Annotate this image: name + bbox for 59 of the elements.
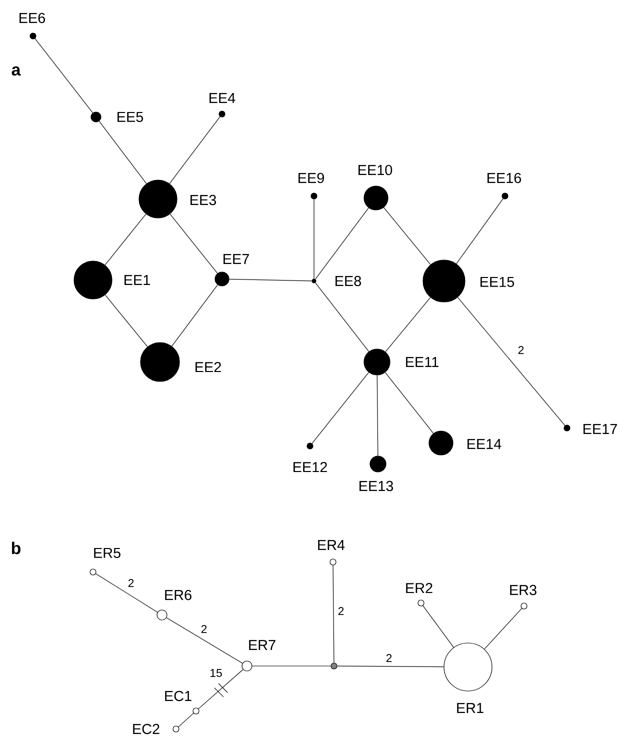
node-label: ER4 xyxy=(318,540,345,550)
network-line xyxy=(376,375,378,456)
network-line xyxy=(384,372,434,434)
network-line xyxy=(332,565,334,663)
network-line xyxy=(385,297,431,352)
node-label: EE16 xyxy=(488,172,522,184)
network-line xyxy=(104,294,148,347)
node-label: ER5 xyxy=(94,548,120,558)
network-line xyxy=(178,712,194,728)
network-line xyxy=(169,116,220,184)
node-label: EC1 xyxy=(165,690,192,702)
network-line xyxy=(337,666,444,668)
node-label: EE3 xyxy=(190,194,216,206)
network-line xyxy=(229,278,312,282)
node-label: EE2 xyxy=(196,362,221,372)
network-line xyxy=(456,198,504,264)
node-label: EE14 xyxy=(468,439,502,449)
node-label: EE17 xyxy=(584,424,617,434)
panel-letter: b xyxy=(12,542,20,554)
network-line xyxy=(98,120,147,184)
edge-label: 2 xyxy=(384,653,394,663)
edge-label: 15 xyxy=(208,668,224,678)
node-label: EE11 xyxy=(406,357,438,367)
panel-letter: a xyxy=(12,66,21,76)
network-line xyxy=(170,214,218,274)
node-label: EE7 xyxy=(224,254,249,264)
edge-label: 2 xyxy=(336,606,346,616)
network-line xyxy=(484,608,522,650)
network-line xyxy=(384,207,431,265)
network-line xyxy=(34,38,94,114)
node-label: EE4 xyxy=(210,93,236,103)
network-line xyxy=(315,208,369,280)
network-line xyxy=(198,669,244,710)
network-line xyxy=(457,297,566,426)
network-line xyxy=(422,605,454,648)
node-label: EE6 xyxy=(20,12,46,24)
node-label: EE13 xyxy=(360,480,394,492)
node-label: ER3 xyxy=(510,584,536,596)
network-line xyxy=(315,282,370,352)
node-label: ER2 xyxy=(406,582,432,594)
network-line xyxy=(172,284,218,346)
edge-label: 2 xyxy=(126,578,136,588)
node-label: ER6 xyxy=(165,590,192,600)
edge-label: 2 xyxy=(200,624,208,634)
node-label: ER7 xyxy=(249,640,276,650)
network-line xyxy=(96,573,158,612)
node-label: EE15 xyxy=(480,276,514,288)
network-line xyxy=(166,617,243,664)
network-line xyxy=(312,372,369,444)
network-line xyxy=(104,214,146,266)
node-label: EC2 xyxy=(133,724,160,734)
node-label: EE10 xyxy=(358,164,392,176)
node-label: EE8 xyxy=(336,276,362,286)
node-label: EE12 xyxy=(294,462,327,472)
edge-label: 2 xyxy=(516,345,526,355)
node-label: EE9 xyxy=(298,172,324,184)
node-label: EE5 xyxy=(118,112,144,122)
node-label: EE1 xyxy=(124,275,150,285)
node-label: ER1 xyxy=(457,703,484,713)
